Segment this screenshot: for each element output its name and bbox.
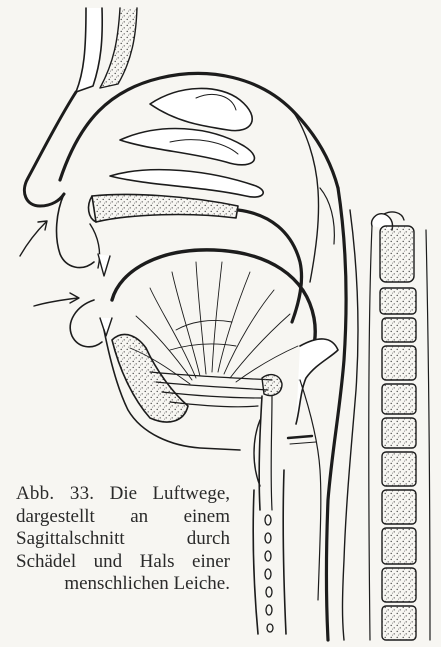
airflow-arrow-nose bbox=[20, 221, 47, 256]
epiglottis bbox=[296, 339, 338, 424]
figure-caption: Abb. 33. Die Luftwege, dargestellt an ei… bbox=[16, 483, 230, 596]
nasal-bone bbox=[76, 8, 137, 92]
hyoid-bone bbox=[262, 375, 282, 396]
lower-jaw bbox=[70, 300, 240, 450]
hard-palate bbox=[89, 194, 238, 222]
soft-palate bbox=[238, 210, 302, 322]
trachea bbox=[253, 470, 286, 634]
caption-number: Abb. 33. bbox=[16, 483, 94, 504]
airflow-arrow-mouth bbox=[34, 293, 79, 306]
vertebral-column bbox=[369, 212, 430, 640]
larynx bbox=[254, 396, 316, 510]
nose-outline bbox=[24, 92, 76, 206]
nasal-conchae bbox=[110, 88, 263, 197]
pharynx-esophagus bbox=[300, 188, 358, 640]
